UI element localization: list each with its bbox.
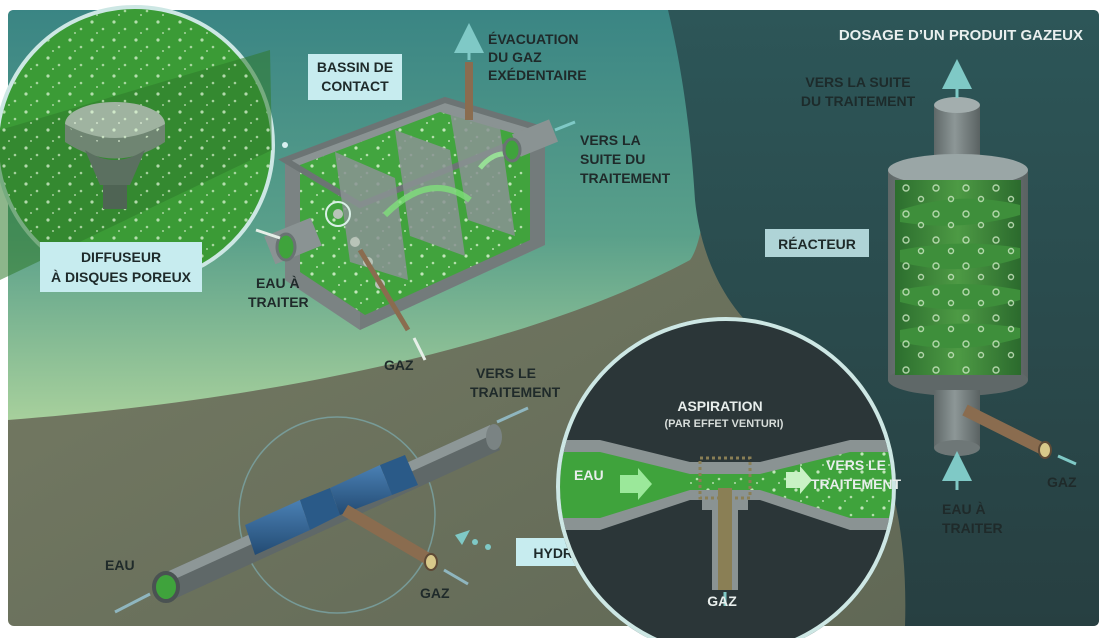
gas-exhaust-line2: DU GAZ [488,49,542,65]
reactor-label: RÉACTEUR [778,236,856,252]
gas-exhaust-line1: ÉVACUATION [488,31,578,47]
venturi-aspiration-sub: (PAR EFFET VENTURI) [665,418,784,430]
basin-outlet-line1: VERS LA [580,132,641,148]
basin-label-line1: BASSIN DE [317,59,393,75]
venturi-detail [556,317,896,638]
hydroejector-outlet-line2: TRAITEMENT [470,384,561,400]
basin-label-tag: BASSIN DE CONTACT [308,54,402,100]
venturi-water-label: EAU [574,467,604,483]
contact-basin [255,23,576,361]
basin-inlet-line2: TRAITER [248,294,309,310]
basin-label-line2: CONTACT [321,78,389,94]
venturi-gas-label: GAZ [707,593,737,609]
basin-outlet-line2: SUITE DU [580,151,645,167]
diffuser-label-tag: DIFFUSEUR À DISQUES POREUX [40,242,202,292]
venturi-aspiration: ASPIRATION [677,398,762,414]
diffuser-label-line1: DIFFUSEUR [81,249,161,265]
venturi-outlet-line2: TRAITEMENT [811,476,902,492]
hydroejector [114,406,529,614]
hydroejector-gas-label: GAZ [420,585,450,601]
reactor-inlet-line2: TRAITER [942,520,1003,536]
reactor-outlet-line2: DU TRAITEMENT [801,93,916,109]
reactor-label-tag: RÉACTEUR [765,229,869,257]
diffuser-magnifier [0,5,275,285]
reactor [888,59,1077,490]
basin-gas-label: GAZ [384,357,414,373]
venturi-outlet-line1: VERS LE [826,457,886,473]
hydroejector-outlet-line1: VERS LE [476,365,536,381]
page-title: DOSAGE D’UN PRODUIT GAZEUX [839,27,1083,44]
basin-inlet-line1: EAU À [256,275,300,291]
reactor-gas-label: GAZ [1047,474,1077,490]
basin-outlet-line3: TRAITEMENT [580,170,671,186]
gas-exhaust-line3: EXÉDENTAIRE [488,67,587,83]
reactor-inlet-line1: EAU À [942,501,986,517]
hydroejector-water-label: EAU [105,557,135,573]
diffuser-label-line2: À DISQUES POREUX [51,269,192,285]
reactor-outlet-line1: VERS LA SUITE [805,74,910,90]
